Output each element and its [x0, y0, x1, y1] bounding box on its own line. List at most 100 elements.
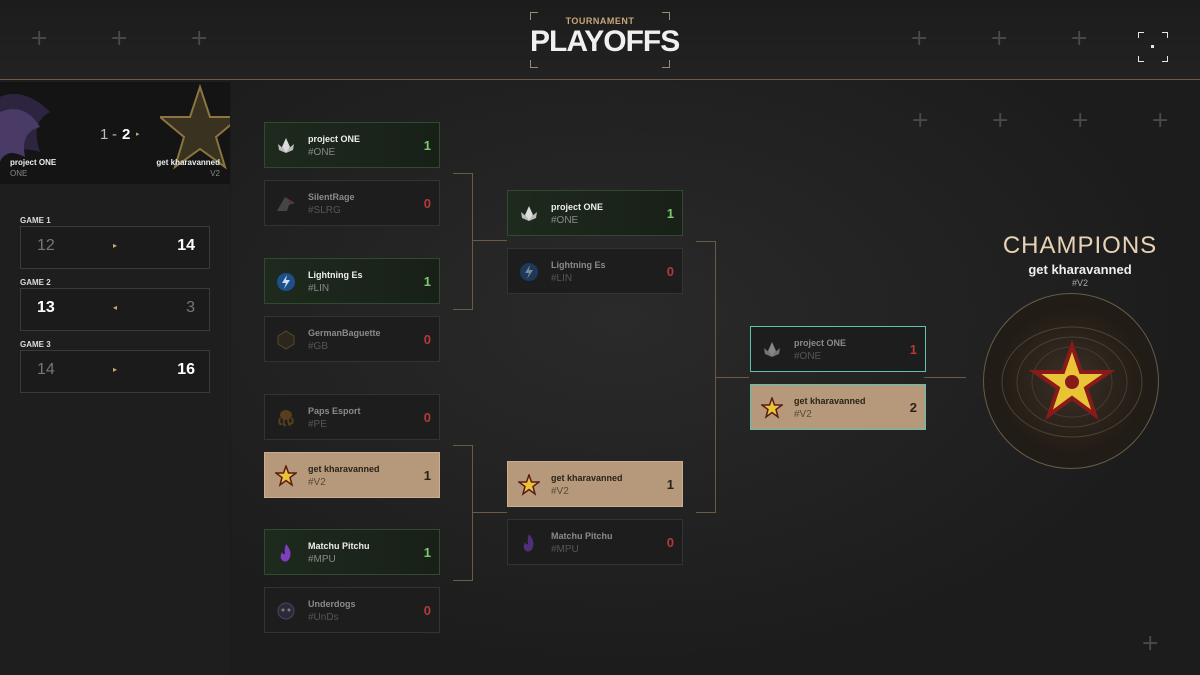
- lotus-logo-icon: [761, 339, 783, 361]
- champion-tag: #V2: [1071, 278, 1088, 288]
- team-name: Paps Esport: [308, 406, 361, 416]
- round1-team-card[interactable]: SilentRage #SLRG 0: [264, 180, 440, 226]
- team-tag: #LIN: [551, 273, 573, 284]
- game-right-score: 14: [177, 237, 195, 254]
- plus-decor: +: [911, 108, 930, 133]
- team-name: Lightning Es: [551, 260, 606, 270]
- arrow-left-icon: ◂: [113, 303, 118, 312]
- team1-banner-logo: [0, 94, 50, 162]
- dot-icon: [1151, 45, 1154, 48]
- team-score: 1: [666, 477, 674, 492]
- top-bar: + + + + + + TOURNAMENT PLAYOFFS: [0, 0, 1200, 80]
- match-detail-panel: 1 - 2 ▸ project ONE ONE get kharavanned …: [0, 80, 230, 675]
- plus-decor: +: [30, 26, 49, 51]
- arrow-right-icon: ▸: [113, 241, 118, 250]
- plus-decor: +: [910, 26, 929, 51]
- game-right-score: 16: [177, 361, 195, 378]
- team-tag: #PE: [308, 419, 327, 430]
- team-name: project ONE: [308, 134, 361, 144]
- page-subtitle: TOURNAMENT: [565, 16, 635, 26]
- team2-series-score: 2: [122, 126, 131, 143]
- team-tag: #MPU: [308, 554, 336, 565]
- star-logo-icon: [761, 397, 783, 419]
- team-tag: #ONE: [551, 215, 579, 226]
- team2-name: get kharavanned: [156, 158, 220, 167]
- plus-decor: +: [1141, 631, 1160, 656]
- final-team-card[interactable]: get kharavanned #V2 2: [750, 384, 926, 430]
- champion-name: get kharavanned: [1028, 262, 1132, 277]
- round1-team-card[interactable]: get kharavanned #V2 1: [264, 452, 440, 498]
- team-name: SilentRage: [308, 192, 355, 202]
- round2-team-card[interactable]: project ONE #ONE 1: [507, 190, 683, 236]
- plus-decor: +: [1070, 26, 1089, 51]
- page-title-block: TOURNAMENT PLAYOFFS: [530, 12, 680, 68]
- final-team-card[interactable]: project ONE #ONE 1: [750, 326, 926, 372]
- team-name: Matchu Pitchu: [308, 541, 370, 551]
- champions-heading: CHAMPIONS: [1002, 232, 1158, 259]
- lightning-logo-icon: [275, 271, 297, 293]
- team-score: 1: [666, 206, 674, 221]
- team-name: get kharavanned: [794, 396, 866, 406]
- team1-name: project ONE: [10, 158, 57, 167]
- team-tag: #ONE: [794, 351, 822, 362]
- team-score: 0: [423, 332, 431, 347]
- game-right-score: 3: [186, 299, 195, 316]
- team-tag: #MPU: [551, 544, 579, 555]
- star-logo-icon: [275, 465, 297, 487]
- lotus-logo-icon: [518, 203, 540, 225]
- round1-team-card[interactable]: Matchu Pitchu #MPU 1: [264, 529, 440, 575]
- page-title: PLAYOFFS: [530, 25, 680, 58]
- team-name: project ONE: [794, 338, 847, 348]
- team-name: GermanBaguette: [308, 328, 381, 338]
- team-score: 1: [423, 468, 431, 483]
- winner-arrow-icon: ▸: [136, 131, 140, 138]
- team-score: 2: [909, 400, 917, 415]
- team-score: 1: [909, 342, 917, 357]
- team2-tag: V2: [210, 169, 220, 178]
- champion-emblem: [983, 293, 1159, 469]
- team2-banner-logo: [160, 83, 230, 170]
- dog-logo-icon: [275, 600, 297, 622]
- match-header: 1 - 2 ▸ project ONE ONE get kharavanned …: [0, 82, 230, 184]
- game-score-row[interactable]: 13 ◂ 3: [20, 288, 210, 331]
- team-tag: #V2: [308, 477, 326, 488]
- team-tag: #SLRG: [308, 205, 341, 216]
- game-left-score: 12: [37, 237, 55, 254]
- team-score: 1: [423, 545, 431, 560]
- octopus-logo-icon: [275, 407, 297, 429]
- team-tag: #UnDs: [308, 612, 339, 623]
- team-name: Underdogs: [308, 599, 356, 609]
- game-label: GAME 3: [20, 340, 51, 349]
- plus-decor: +: [1071, 108, 1090, 133]
- team-name: Matchu Pitchu: [551, 531, 613, 541]
- game-left-score: 14: [37, 361, 55, 378]
- team-score: 1: [423, 138, 431, 153]
- flame-logo-icon: [518, 532, 540, 554]
- game-label: GAME 2: [20, 278, 51, 287]
- plus-decor: +: [991, 108, 1010, 133]
- team-score: 0: [423, 196, 431, 211]
- gb-logo-icon: [275, 329, 297, 351]
- team-score: 1: [423, 274, 431, 289]
- score-separator: -: [112, 126, 117, 143]
- flame-logo-icon: [275, 542, 297, 564]
- game-score-row[interactable]: 14 ▸ 16: [20, 350, 210, 393]
- game-score-row[interactable]: 12 ▸ 14: [20, 226, 210, 269]
- team-name: get kharavanned: [308, 464, 380, 474]
- team1-series-score: 1: [100, 126, 109, 143]
- team-name: project ONE: [551, 202, 604, 212]
- team-tag: #V2: [551, 486, 569, 497]
- lotus-logo-icon: [275, 135, 297, 157]
- close-fullscreen-button[interactable]: [1138, 32, 1168, 62]
- game-left-score: 13: [37, 299, 55, 316]
- team-tag: #V2: [794, 409, 812, 420]
